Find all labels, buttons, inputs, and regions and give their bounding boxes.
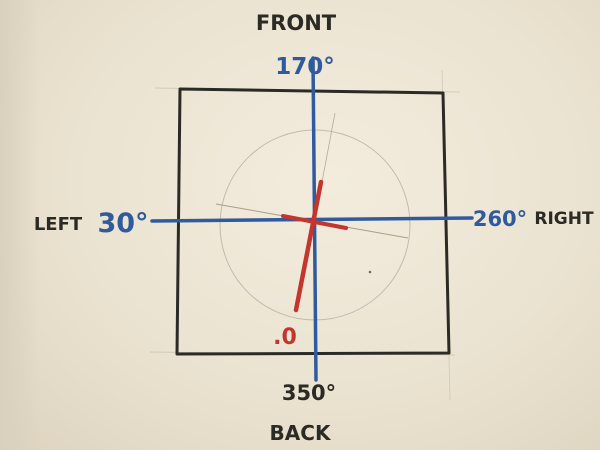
back-label: BACK	[270, 421, 332, 445]
left-angle-label: 30°	[97, 208, 148, 239]
left-label: LEFT	[34, 214, 83, 235]
paper-shadow	[0, 0, 40, 450]
front-label: FRONT	[256, 11, 337, 35]
red-marker-label: .0	[273, 325, 297, 350]
bottom-angle-label: 350°	[282, 381, 336, 405]
red-pointer	[293, 179, 324, 313]
top-angle-label: 170°	[275, 54, 335, 80]
pencil-dot	[368, 270, 372, 274]
red-crossbar	[281, 214, 348, 230]
black-square	[175, 87, 451, 356]
right-label: RIGHT	[534, 209, 594, 229]
right-angle-label: 260°	[473, 207, 527, 231]
